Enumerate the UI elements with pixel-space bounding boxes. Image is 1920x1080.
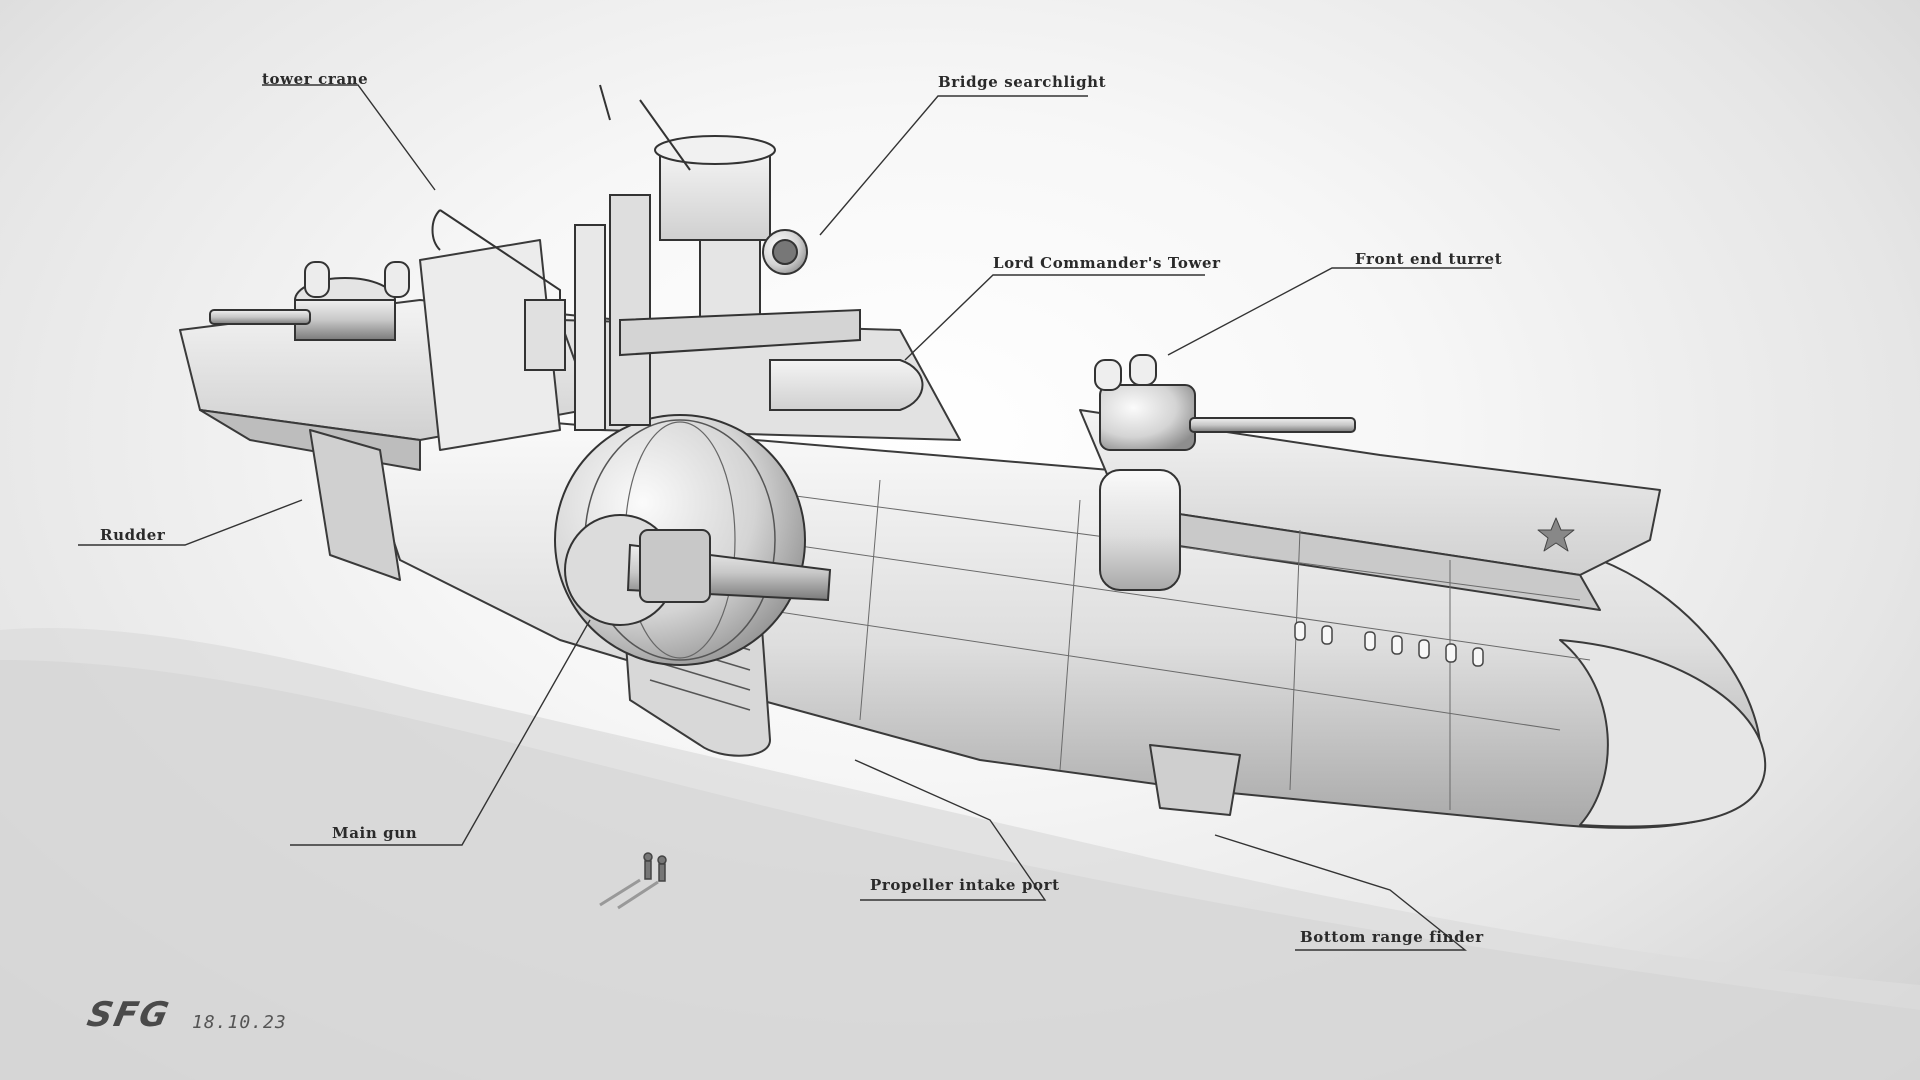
callout-bottom-range-finder: Bottom range finder [1300,928,1484,946]
bridge-tower [574,84,924,431]
callout-lord-commanders-tower: Lord Commander's Tower [993,254,1221,272]
rear-turret [209,261,410,341]
signature-date: 18.10.23 [192,1012,287,1033]
ground-shadow-inner [0,660,1920,1080]
callout-bridge-searchlight: Bridge searchlight [938,73,1107,91]
callout-rudder: Rudder [100,526,166,544]
callout-leaders [78,84,1492,951]
tower-crane [431,209,566,371]
callout-main-gun: Main gun [332,824,418,842]
callout-front-end-turret: Front end turret [1355,250,1503,268]
callout-tower-crane: tower crane [262,70,369,88]
front-turret [1094,354,1356,591]
callout-propeller-intake-port: Propeller intake port [870,876,1060,894]
human-figures [599,852,667,910]
artist-signature: SFG [83,995,174,1035]
main-gun-assembly [554,414,832,666]
